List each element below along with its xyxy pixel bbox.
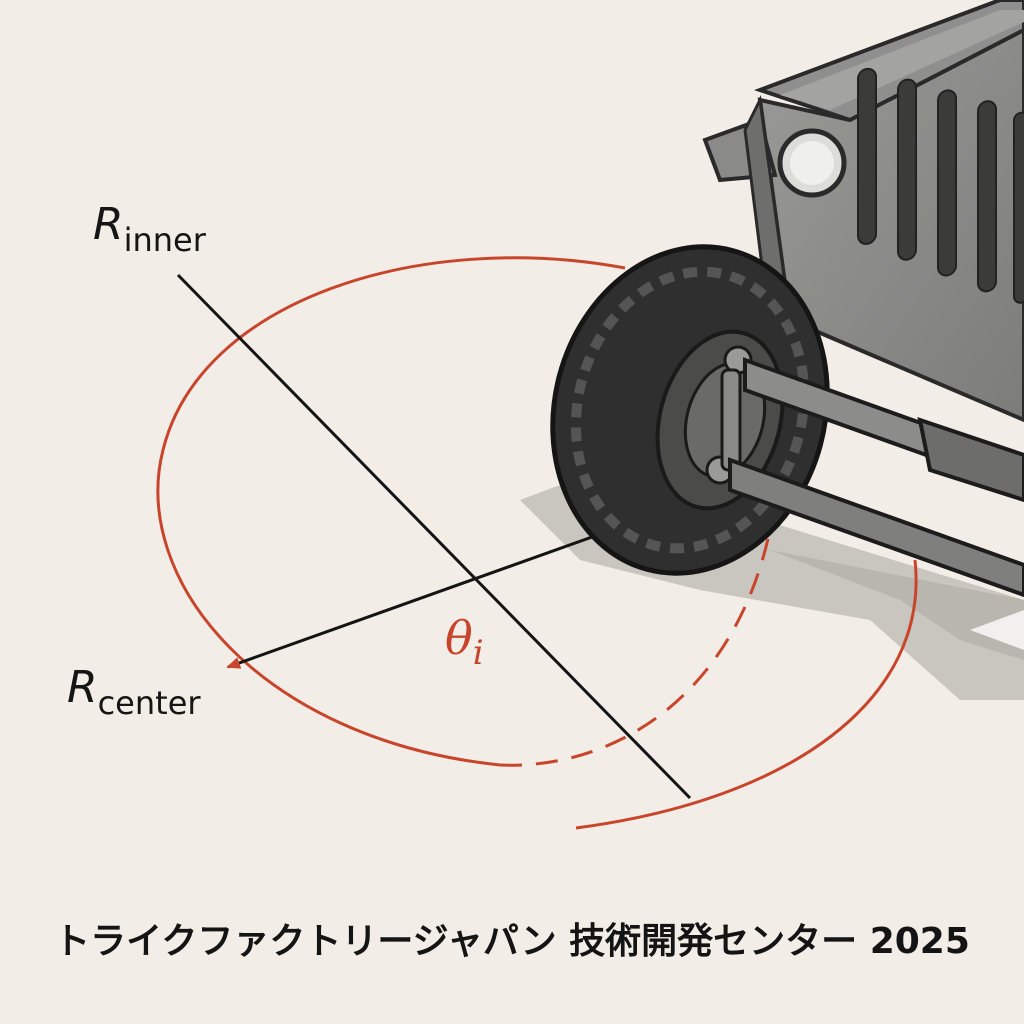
theta-label: θi <box>445 615 484 670</box>
theta-subscript: i <box>472 633 484 673</box>
r-center-label: Rcenter <box>67 666 201 720</box>
r-center-subscript: center <box>97 684 201 722</box>
vehicle-body <box>702 0 1024 423</box>
r-inner-subscript: inner <box>123 221 206 259</box>
turn-arc <box>156 256 918 830</box>
r-inner-main: R <box>93 199 124 250</box>
theta-main: θ <box>445 611 473 665</box>
grille-slots <box>857 67 1024 304</box>
r-inner-line <box>176 273 692 800</box>
footer-caption: トライクファクトリージャパン 技術開発センター 2025 <box>54 921 970 962</box>
suspension-arms <box>728 357 1024 598</box>
r-center-main: R <box>67 662 98 713</box>
r-inner-label: Rinner <box>93 203 206 257</box>
